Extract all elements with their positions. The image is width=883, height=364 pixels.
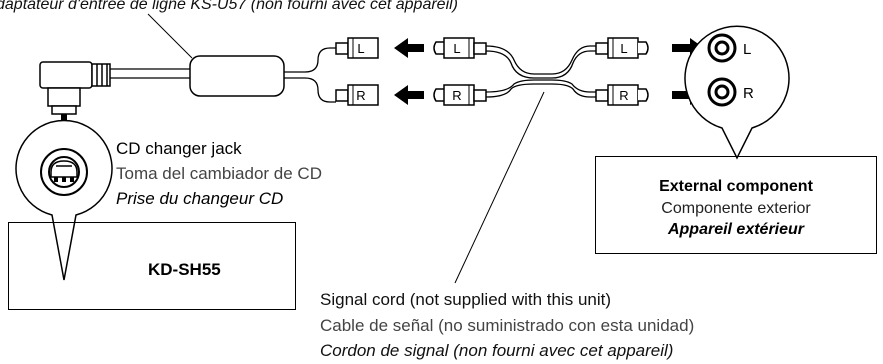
main-unit-box	[8, 222, 296, 310]
cd-changer-plug	[39, 61, 111, 115]
signal-cord-leader-line	[454, 91, 545, 284]
cd-changer-jack-label-fr: Prise du changeur CD	[116, 189, 284, 208]
jack-r-letter: R	[743, 85, 754, 102]
adapter-plug-r-letter: R	[356, 88, 365, 103]
signal-cord-plug-l-left-letter: L	[453, 41, 460, 56]
adapter-label: daptateur d'entrée de ligne KS-U57 (non …	[0, 0, 459, 13]
adapter-cable	[110, 68, 190, 79]
external-component-label-es: Componente exterior	[661, 200, 811, 217]
external-component-box	[595, 156, 877, 254]
cd-changer-jack-label-es: Toma del cambiador de CD	[116, 164, 322, 183]
arrow-left-icon	[394, 38, 424, 58]
signal-cord-plug-l-left: L	[433, 37, 487, 59]
signal-cord-plug-l-right: L	[595, 37, 649, 59]
external-jack-callout: L R	[684, 25, 790, 160]
signal-cord-label-en: Signal cord (not supplied with this unit…	[320, 290, 612, 309]
main-unit-label: KD-SH55	[148, 260, 221, 279]
signal-cord-label-fr: Cordon de signal (non fourni avec cet ap…	[320, 341, 674, 360]
signal-cord-plug-r-left-letter: R	[452, 88, 461, 103]
cd-changer-jack-callout	[15, 119, 113, 281]
adapter-plug-r: R	[335, 84, 379, 106]
jack-l-letter: L	[743, 41, 751, 58]
signal-cord	[485, 45, 596, 98]
adapter-plug-l-letter: L	[357, 41, 364, 56]
signal-cord-plug-r-left: R	[433, 84, 487, 106]
signal-cord-plug-r-right: R	[595, 84, 649, 106]
arrow-left-icon	[394, 85, 424, 105]
adapter-leader-line	[147, 13, 193, 59]
signal-cord-plug-r-right-letter: R	[619, 88, 628, 103]
signal-cord-plug-l-right-letter: L	[620, 41, 627, 56]
cd-changer-jack-label-en: CD changer jack	[116, 139, 242, 158]
adapter-output-cable	[284, 47, 336, 103]
external-component-label-fr: Appareil extérieur	[667, 221, 805, 238]
adapter-plug-l: L	[335, 37, 379, 59]
external-component-label-en: External component	[659, 178, 813, 195]
adapter-box	[189, 55, 285, 97]
signal-cord-label-es: Cable de señal (no suministrado con esta…	[320, 316, 695, 335]
